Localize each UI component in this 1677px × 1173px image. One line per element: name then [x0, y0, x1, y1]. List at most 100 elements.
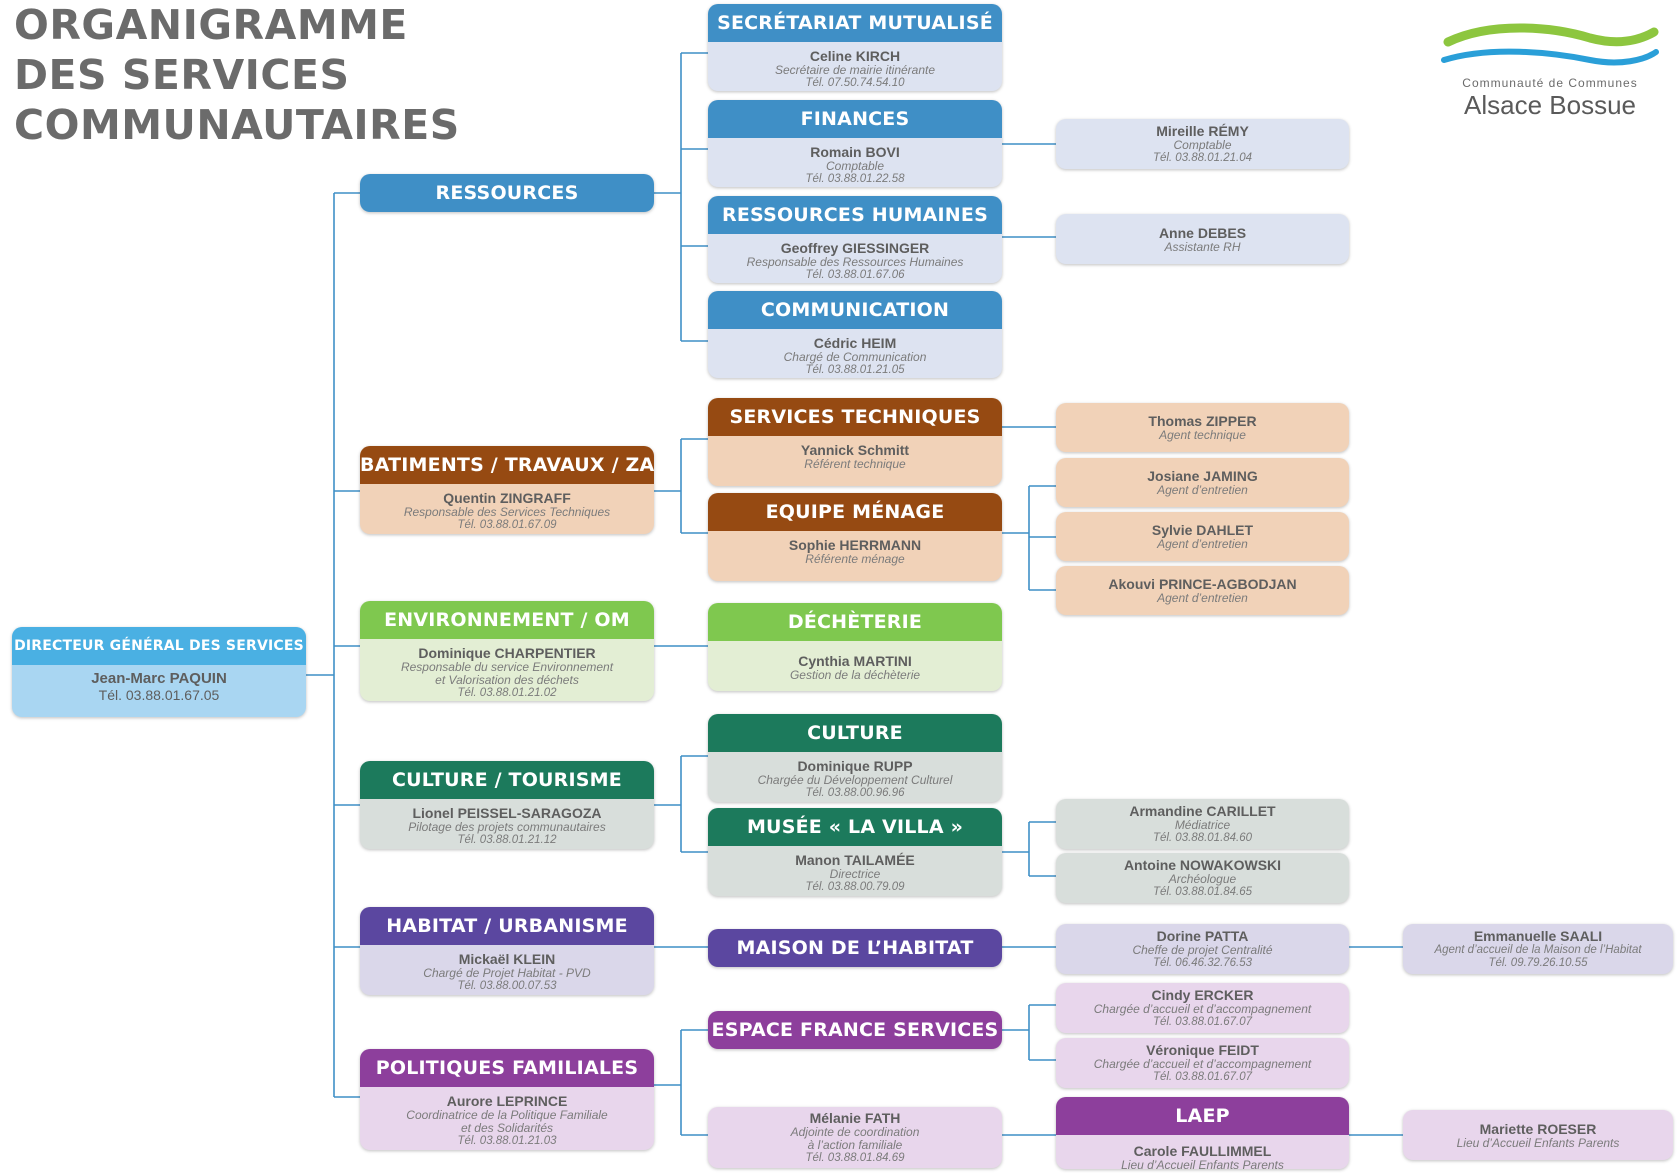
service-communication-role: Chargé de Communication — [783, 350, 927, 364]
wave-logo-icon — [1441, 23, 1659, 66]
service-laep-header: LAEP — [1056, 1097, 1349, 1135]
service-maison-habitat: MAISON DE L’HABITAT — [708, 929, 1002, 967]
staff-josiane-body: Josiane JAMING Agent d’entretien — [1056, 458, 1349, 507]
staff-emmanuelle-body: Emmanuelle SAALI Agent d’accueil de la M… — [1403, 924, 1673, 974]
service-finances-name: Romain BOVI — [810, 144, 900, 160]
service-musee-tel: Tél. 03.88.00.79.09 — [805, 881, 905, 893]
dept-culture-tourisme-header: CULTURE / TOURISME — [360, 761, 654, 799]
director-box: DIRECTEUR GÉNÉRAL DES SERVICES Jean-Marc… — [12, 627, 306, 717]
staff-josiane-role: Agent d’entretien — [1157, 483, 1248, 497]
dept-batiments-header: BATIMENTS / TRAVAUX / ZAE — [360, 446, 654, 484]
staff-mariette-role: Lieu d’Accueil Enfants Parents — [1456, 1135, 1620, 1150]
staff-emmanuelle-name: Emmanuelle SAALI — [1473, 928, 1603, 944]
service-finances-header: FINANCES — [708, 100, 1002, 138]
dept-ressources-header: RESSOURCES — [360, 174, 654, 212]
dept-politiques-familiales-body: Aurore LEPRINCE Coordinatrice de la Poli… — [360, 1087, 654, 1148]
service-culture-role: Chargée du Développement Culturel — [757, 773, 953, 787]
staff-dorine-tel: Tél. 06.46.32.76.53 — [1152, 957, 1253, 969]
service-finances-tel: Tél. 03.88.01.22.58 — [805, 173, 905, 185]
service-secretariat-header: SECRÉTARIAT MUTUALISÉ — [708, 4, 1002, 42]
service-decheterie-role: Gestion de la déchèterie — [789, 668, 921, 682]
director-header: DIRECTEUR GÉNÉRAL DES SERVICES — [12, 627, 306, 665]
staff-melanie-role-1: Adjointe de coordination — [790, 1125, 920, 1139]
staff-melanie-role-2: à l’action familiale — [807, 1138, 903, 1152]
dept-environnement-body: Dominique CHARPENTIER Responsable du ser… — [360, 639, 654, 700]
service-finances-role: Comptable — [825, 159, 885, 173]
service-musee-body: Manon TAILAMÉE Directrice Tél. 03.88.00.… — [708, 846, 1002, 894]
staff-mariette-body: Mariette ROESER Lieu d’Accueil Enfants P… — [1403, 1110, 1673, 1160]
service-musee-header: MUSÉE « LA VILLA » — [708, 808, 1002, 846]
service-laep: LAEP Carole FAULLIMMEL Lieu d’Accueil En… — [1056, 1097, 1349, 1169]
service-finances: FINANCES Romain BOVI Comptable Tél. 03.8… — [708, 100, 1002, 187]
page-title-line-3: COMMUNAUTAIRES — [14, 101, 460, 149]
service-menage-role: Référente ménage — [805, 552, 905, 566]
dept-habitat: HABITAT / URBANISME Mickaël KLEIN Chargé… — [360, 907, 654, 995]
staff-melanie-name: Mélanie FATH — [809, 1110, 901, 1126]
logo-name: Alsace Bossue — [1464, 90, 1636, 120]
director-name: Jean-Marc PAQUIN — [91, 670, 227, 687]
staff-cindy: Cindy ERCKER Chargée d’accueil et d’acco… — [1056, 983, 1349, 1033]
service-culture-body: Dominique RUPP Chargée du Développement … — [708, 752, 1002, 800]
dept-batiments-body: Quentin ZINGRAFF Responsable des Service… — [360, 484, 654, 532]
dept-politiques-familiales: POLITIQUES FAMILIALES Aurore LEPRINCE Co… — [360, 1049, 654, 1150]
staff-antoine-role: Archéologue — [1168, 872, 1237, 886]
service-techniques-header: SERVICES TECHNIQUES — [708, 398, 1002, 436]
dept-habitat-name: Mickaël KLEIN — [458, 951, 556, 967]
service-communication-name: Cédric HEIM — [813, 335, 897, 351]
service-culture-header: CULTURE — [708, 714, 1002, 752]
staff-mireille-role: Comptable — [1173, 138, 1232, 152]
director-body: Jean-Marc PAQUIN Tél. 03.88.01.67.05 — [12, 665, 306, 704]
dept-culture-tourisme-name: Lionel PEISSEL-SARAGOZA — [412, 805, 602, 821]
dept-ressources: RESSOURCES — [360, 174, 654, 212]
staff-veronique-body: Véronique FEIDT Chargée d’accueil et d’a… — [1056, 1038, 1349, 1088]
staff-anne-name: Anne DEBES — [1158, 224, 1247, 241]
dept-environnement: ENVIRONNEMENT / OM Dominique CHARPENTIER… — [360, 601, 654, 701]
service-techniques-body: Yannick Schmitt Référent technique — [708, 436, 1002, 471]
dept-environnement-header: ENVIRONNEMENT / OM — [360, 601, 654, 639]
staff-thomas-body: Thomas ZIPPER Agent technique — [1056, 403, 1349, 452]
service-secretariat: SECRÉTARIAT MUTUALISÉ Celine KIRCH Secré… — [708, 4, 1002, 91]
staff-sylvie: Sylvie DAHLET Agent d’entretien — [1056, 512, 1349, 561]
dept-habitat-body: Mickaël KLEIN Chargé de Projet Habitat -… — [360, 945, 654, 993]
staff-dorine-body: Dorine PATTA Cheffe de projet Centralité… — [1056, 924, 1349, 974]
service-communication-header: COMMUNICATION — [708, 291, 1002, 329]
service-laep-name: Carole FAULLIMMEL — [1133, 1143, 1272, 1159]
staff-veronique-tel: Tél. 03.88.01.67.07 — [1152, 1071, 1253, 1083]
staff-thomas: Thomas ZIPPER Agent technique — [1056, 403, 1349, 452]
service-techniques: SERVICES TECHNIQUES Yannick Schmitt Réfé… — [708, 398, 1002, 486]
staff-sylvie-role: Agent d’entretien — [1157, 537, 1248, 551]
staff-armandine-tel: Tél. 03.88.01.84.60 — [1152, 832, 1253, 844]
staff-akouvi-name: Akouvi PRINCE-AGBODJAN — [1108, 576, 1297, 592]
staff-melanie-body: Mélanie FATH Adjointe de coordination à … — [708, 1107, 1002, 1168]
dept-batiments: BATIMENTS / TRAVAUX / ZAE Quentin ZINGRA… — [360, 446, 654, 534]
staff-mireille-name: Mireille RÉMY — [1156, 123, 1249, 139]
dept-environnement-name: Dominique CHARPENTIER — [418, 645, 596, 661]
staff-antoine-body: Antoine NOWAKOWSKI Archéologue Tél. 03.8… — [1056, 853, 1349, 903]
staff-emmanuelle-tel: Tél. 09.79.26.10.55 — [1488, 957, 1588, 969]
service-musee-name: Manon TAILAMÉE — [795, 852, 915, 868]
dept-habitat-tel: Tél. 03.88.00.07.53 — [457, 980, 557, 992]
dept-batiments-name: Quentin ZINGRAFF — [443, 490, 571, 506]
page-title-line-2: DES SERVICES — [14, 51, 350, 99]
service-musee-role: Directrice — [829, 867, 881, 881]
staff-akouvi-role: Agent d’entretien — [1157, 591, 1248, 605]
staff-antoine-name: Antoine NOWAKOWSKI — [1123, 857, 1282, 873]
service-secretariat-body: Celine KIRCH Secrétaire de mairie itinér… — [708, 42, 1002, 90]
service-rh-tel: Tél. 03.88.01.67.06 — [805, 269, 905, 281]
service-finances-body: Romain BOVI Comptable Tél. 03.88.01.22.5… — [708, 138, 1002, 186]
dept-environnement-role-2: et Valorisation des déchets — [435, 673, 579, 687]
service-secretariat-name: Celine KIRCH — [809, 48, 901, 64]
staff-josiane: Josiane JAMING Agent d’entretien — [1056, 458, 1349, 507]
service-france-services-header: ESPACE FRANCE SERVICES — [708, 1011, 1002, 1049]
service-decheterie-header: DÉCHÈTERIE — [708, 603, 1002, 641]
dept-habitat-role: Chargé de Projet Habitat - PVD — [423, 966, 591, 980]
staff-mireille-tel: Tél. 03.88.01.21.04 — [1152, 152, 1253, 164]
service-techniques-role: Référent technique — [804, 457, 906, 471]
staff-mireille: Mireille RÉMY Comptable Tél. 03.88.01.21… — [1056, 119, 1349, 169]
staff-mireille-body: Mireille RÉMY Comptable Tél. 03.88.01.21… — [1056, 119, 1349, 169]
staff-dorine-role: Cheffe de projet Centralité — [1132, 943, 1273, 957]
staff-emmanuelle-role: Agent d’accueil de la Maison de l’Habita… — [1434, 944, 1642, 956]
service-decheterie-body: Cynthia MARTINI Gestion de la déchèterie — [708, 641, 1002, 682]
staff-antoine: Antoine NOWAKOWSKI Archéologue Tél. 03.8… — [1056, 853, 1349, 903]
staff-anne-body: Anne DEBES Assistante RH — [1056, 214, 1349, 264]
